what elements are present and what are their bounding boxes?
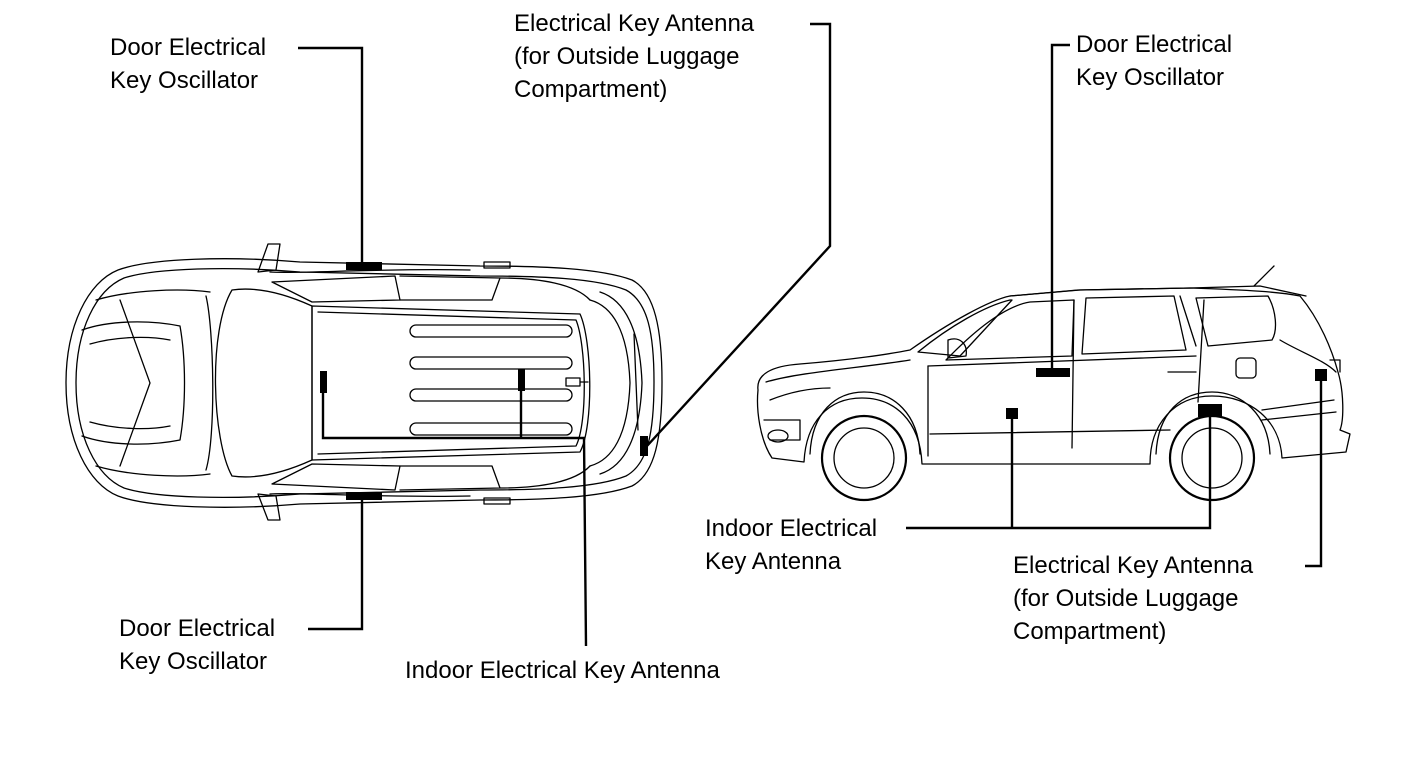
side-indoor-antenna [1006, 408, 1018, 419]
label-top-door-oscillator: Door Electrical Key Oscillator [110, 34, 267, 94]
side-view-vehicle [756, 265, 1351, 502]
label-top-luggage-antenna: Electrical Key Antenna (for Outside Lugg… [514, 10, 755, 103]
leader-top-luggage-antenna [646, 22, 832, 447]
top-rear-indoor-antenna [518, 369, 525, 391]
top-left-mirror [257, 243, 281, 273]
label-top-indoor-antenna: Indoor Electrical Key Antenna [405, 657, 720, 684]
top-front-indoor-antenna [320, 371, 327, 393]
side-front-wheel [820, 414, 908, 502]
label-side-door-oscillator: Door Electrical Key Oscillator [1076, 31, 1233, 91]
side-front-window [945, 299, 1075, 361]
leader-top-indoor-antenna [321, 391, 588, 647]
leader-side-indoor-antenna [906, 417, 1212, 530]
top-luggage-antenna [640, 436, 648, 456]
label-bottom-door-oscillator: Door Electrical Key Oscillator [119, 615, 276, 675]
label-side-indoor-antenna: Indoor Electrical Key Antenna [705, 515, 878, 575]
side-body-outline [756, 287, 1351, 465]
side-quarter-window [1195, 295, 1277, 347]
side-rear-indoor-antenna [1198, 404, 1222, 417]
side-luggage-antenna [1315, 369, 1327, 381]
side-windshield [917, 299, 1013, 357]
top-view-vehicle [65, 243, 663, 521]
top-windshield [214, 288, 313, 478]
side-door-oscillator [1036, 368, 1070, 377]
leader-lines [298, 22, 1323, 647]
leader-side-luggage-antenna [1305, 381, 1323, 568]
leader-side-door-oscillator [1050, 43, 1070, 372]
top-left-door-oscillator [346, 262, 382, 270]
side-rear-window [1081, 295, 1187, 355]
top-roof [311, 305, 591, 461]
leader-top-door-oscillator [298, 46, 364, 262]
label-side-luggage-antenna: Electrical Key Antenna (for Outside Lugg… [1013, 552, 1254, 645]
top-right-mirror [257, 493, 281, 521]
leader-bottom-door-oscillator [308, 500, 364, 631]
top-right-door-oscillator [346, 492, 382, 500]
top-body-outline [65, 258, 663, 508]
